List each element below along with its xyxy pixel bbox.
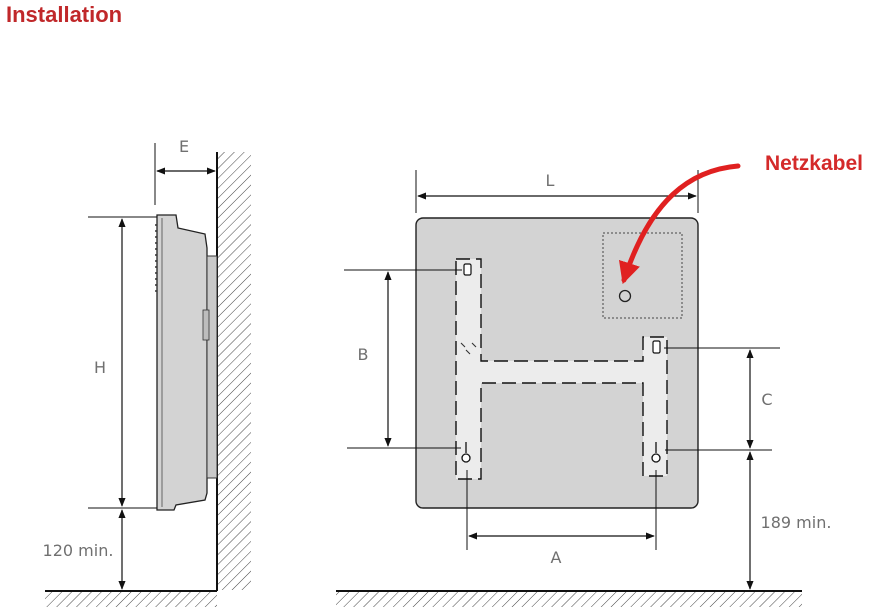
dimension-label-h: H — [94, 358, 106, 377]
wall-hatch — [217, 152, 251, 590]
keyhole-bottom-left — [461, 442, 471, 463]
dimension-label-l: L — [546, 171, 555, 190]
dimension-label-e: E — [179, 137, 189, 156]
power-cable-outlet-icon — [618, 289, 632, 303]
dimension-label-floor-clearance-side: 120 min. — [43, 541, 114, 560]
bracket-spacer — [202, 309, 210, 341]
floor-hatch-side — [45, 591, 217, 607]
wall-bracket-side — [206, 255, 218, 479]
bracket-break-marks — [460, 342, 477, 355]
callout-arrow — [618, 163, 741, 285]
dimension-label-floor-clearance-front: 189 min. — [761, 513, 832, 532]
callout-label-power-cable: Netzkabel — [765, 152, 863, 175]
side-view: E H 120 min. — [43, 137, 251, 607]
power-cable-zone — [602, 232, 683, 319]
dimension-label-b: B — [358, 345, 369, 364]
heater-side-profile — [156, 214, 208, 511]
floor-hatch-front — [336, 591, 802, 607]
dimension-label-a: A — [551, 548, 562, 567]
dimension-label-c: C — [761, 390, 772, 409]
mounting-bracket — [455, 258, 668, 480]
keyhole-bottom-right — [651, 442, 661, 463]
page-title: Installation — [6, 2, 123, 27]
front-view: L B A C 189 min. Netzkabel — [336, 152, 863, 607]
bracket-slot-top-left — [463, 263, 472, 276]
bracket-slot-top-right — [652, 340, 661, 354]
heater-top-grille — [155, 224, 157, 292]
